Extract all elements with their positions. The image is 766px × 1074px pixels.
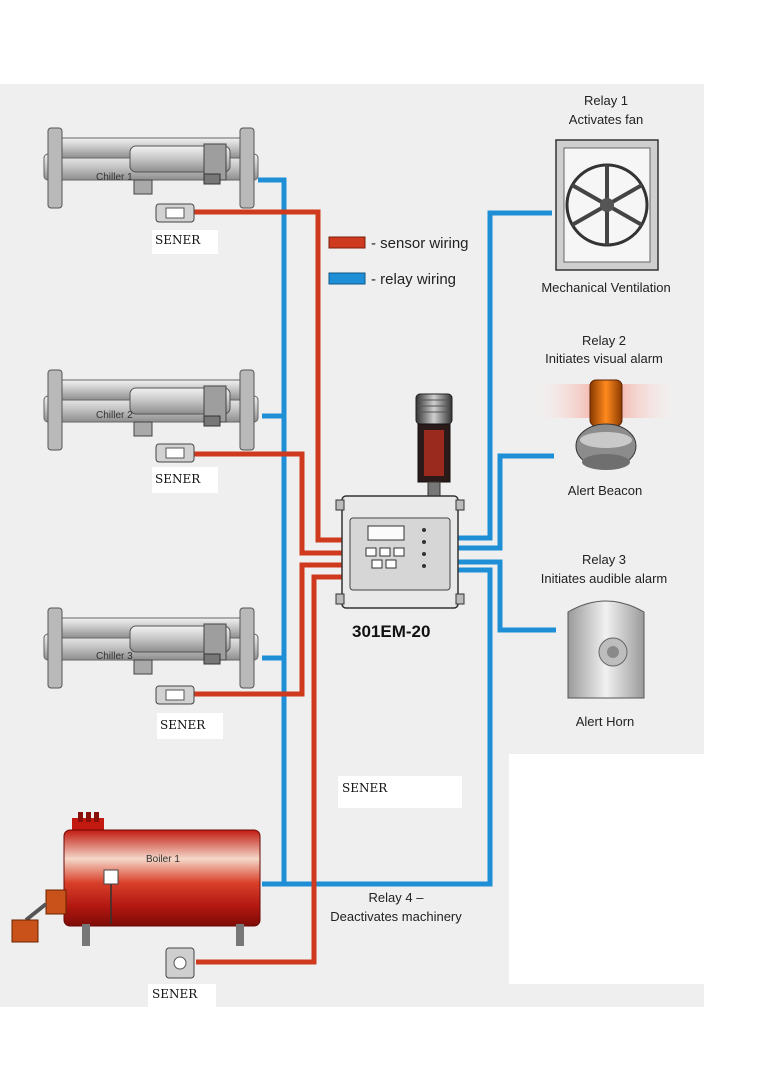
controller-icon bbox=[335, 495, 465, 609]
sensor-icon bbox=[155, 443, 195, 463]
relay1-device: Mechanical Ventilation bbox=[541, 280, 670, 295]
sensor-icon bbox=[155, 685, 195, 705]
legend-relay-swatch bbox=[328, 272, 366, 285]
relay2-action: Initiates visual alarm bbox=[545, 351, 663, 366]
chiller-icon bbox=[43, 127, 259, 209]
chiller-icon bbox=[43, 369, 259, 451]
relay1-title: Relay 1 bbox=[584, 93, 628, 108]
beacon-icon bbox=[528, 379, 684, 470]
relay4-title: Relay 4 – bbox=[369, 890, 425, 905]
sensor-icon bbox=[155, 203, 195, 223]
chiller2-label: Chiller 2 bbox=[96, 410, 133, 421]
chiller-icon bbox=[43, 607, 259, 689]
sensor-label-box bbox=[148, 984, 216, 1008]
relay3-device: Alert Horn bbox=[576, 714, 635, 729]
legend-sensor-label: - sensor wiring bbox=[371, 235, 469, 252]
sensor-icon bbox=[165, 947, 195, 979]
legend: - sensor wiring - relay wiring bbox=[328, 235, 469, 288]
fan-icon bbox=[555, 139, 659, 271]
relay1-action: Activates fan bbox=[569, 112, 643, 127]
boiler1-label: Boiler 1 bbox=[146, 854, 180, 865]
sensor-label-5: SENER bbox=[152, 987, 198, 1001]
horn-icon bbox=[567, 600, 645, 699]
sensor-label-box bbox=[338, 776, 462, 808]
sensor-label-box bbox=[152, 230, 218, 254]
boiler-icon bbox=[11, 812, 261, 946]
detector-icon bbox=[415, 393, 453, 497]
legend-relay-label: - relay wiring bbox=[371, 271, 456, 288]
controller-label: 301EM-20 bbox=[352, 622, 430, 641]
sensor-label-4: SENER bbox=[342, 781, 388, 795]
blank-area bbox=[509, 754, 704, 984]
sensor-wiring bbox=[194, 209, 342, 965]
sensor-label-box bbox=[152, 467, 218, 493]
relay2-title: Relay 2 bbox=[582, 333, 626, 348]
relay3-title: Relay 3 bbox=[582, 552, 626, 567]
relay3-action: Initiates audible alarm bbox=[541, 571, 667, 586]
chiller3-label: Chiller 3 bbox=[96, 651, 133, 662]
sensor-label-1: SENER bbox=[155, 233, 201, 247]
chiller1-label: Chiller 1 bbox=[96, 172, 133, 183]
legend-sensor-swatch bbox=[328, 236, 366, 249]
relay2-device: Alert Beacon bbox=[568, 483, 642, 498]
sensor-label-3: SENER bbox=[160, 718, 206, 732]
sensor-label-2: SENER bbox=[155, 472, 201, 486]
sensor-label-box bbox=[157, 713, 223, 739]
relay4-action: Deactivates machinery bbox=[330, 909, 462, 924]
